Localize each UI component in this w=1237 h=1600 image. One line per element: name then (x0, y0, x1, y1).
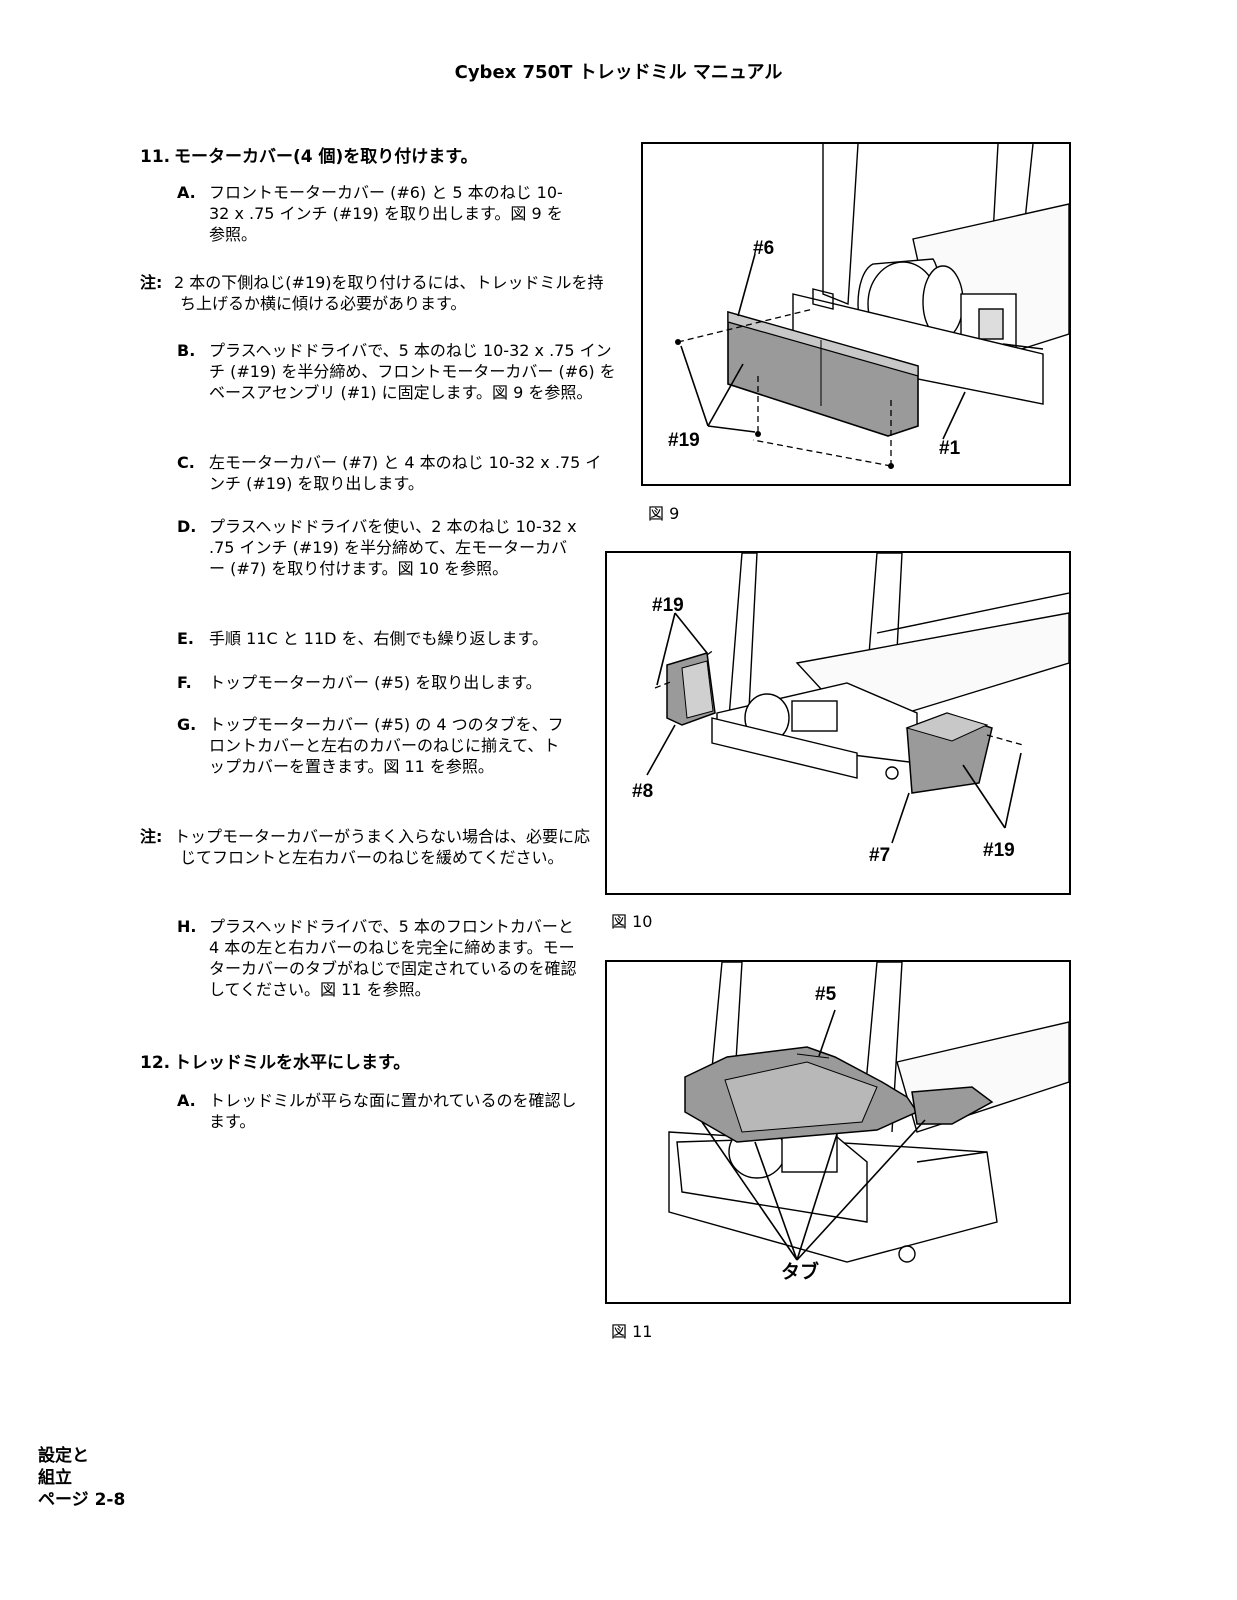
step-number: 11. (140, 147, 171, 167)
step-letter: B. (177, 341, 196, 360)
step-text: 左モーターカバー (#7) と 4 本のねじ 10-32 x .75 インチ (… (209, 453, 602, 493)
step-letter: C. (177, 453, 195, 472)
figure-10: #19 #8 #7 #19 (605, 551, 1071, 895)
treadmill-drawing (792, 144, 1069, 405)
step-letter: D. (177, 517, 197, 536)
step-letter: F. (177, 673, 192, 692)
step-letter: G. (177, 715, 197, 734)
right-motor-cover (905, 712, 993, 794)
left-motor-cover (666, 652, 716, 726)
step-11b: B. プラスヘッドドライバで、5 本のねじ 10-32 x .75 インチ (#… (177, 340, 617, 403)
note-2: 注: トップモーターカバーがうまく入らない場合は、必要に応じてフロントと左右カバ… (140, 826, 590, 868)
step-text: フロントモーターカバー (#6) と 5 本のねじ 10-32 x .75 イン… (209, 183, 563, 244)
figure-11: #5 タブ (605, 960, 1071, 1304)
figure-11-caption: 図 11 (611, 1322, 653, 1341)
step-text: トレッドミルが平らな面に置かれているのを確認します。 (209, 1091, 577, 1131)
step-11f: F. トップモーターカバー (#5) を取り出します。 (177, 672, 617, 693)
label-tab: タブ (781, 1260, 819, 1283)
footer-page-number: ページ 2-8 (38, 1490, 126, 1510)
step-11-title: 11.モーターカバー(4 個)を取り付けます。 (140, 142, 478, 167)
step-11c: C. 左モーターカバー (#7) と 4 本のねじ 10-32 x .75 イン… (177, 452, 602, 494)
front-motor-cover (727, 310, 919, 437)
note-text: 2 本の下側ねじ(#19)を取り付けるには、トレッドミルを持ち上げるか横に傾ける… (174, 273, 604, 313)
callout-arrows (646, 612, 1022, 844)
top-motor-cover (684, 1046, 994, 1143)
screw-guide-lines (654, 648, 1024, 746)
note-1: 注: 2 本の下側ねじ(#19)を取り付けるには、トレッドミルを持ち上げるか横に… (140, 272, 610, 314)
step-text: トップモーターカバー (#5) を取り出します。 (209, 673, 542, 692)
step-11e: E. 手順 11C と 11D を、右側でも繰り返します。 (177, 628, 617, 649)
step-letter: E. (177, 629, 195, 648)
step-text: プラスヘッドドライバを使い、2 本のねじ 10-32 x .75 インチ (#1… (209, 517, 577, 578)
label-part-19-top: #19 (652, 595, 684, 616)
figure-9-caption: 図 9 (648, 504, 680, 523)
step-11h: H. プラスヘッドドライバで、5 本のフロントカバーと 4 本の左と右カバーのね… (177, 916, 587, 1000)
step-title-text: モーターカバー(4 個)を取り付けます。 (174, 147, 478, 167)
figure-9: #6 #19 #1 (641, 142, 1071, 486)
step-text: プラスヘッドドライバで、5 本のフロントカバーと 4 本の左と右カバーのねじを完… (209, 917, 577, 999)
screw-guide-lines (677, 308, 892, 467)
figure-11-illustration: #5 タブ (668, 962, 1069, 1283)
note-text: トップモーターカバーがうまく入らない場合は、必要に応じてフロントと左右カバーのね… (174, 827, 591, 867)
label-part-19: #19 (668, 430, 700, 451)
step-text: プラスヘッドドライバで、5 本のねじ 10-32 x .75 インチ (#19)… (209, 341, 616, 402)
step-letter: A. (177, 1091, 196, 1110)
step-12a: A. トレッドミルが平らな面に置かれているのを確認します。 (177, 1090, 587, 1132)
step-letter: A. (177, 183, 196, 202)
step-text: 手順 11C と 11D を、右側でも繰り返します。 (209, 629, 548, 648)
label-part-6: #6 (753, 238, 774, 259)
callout-arrows (701, 1009, 926, 1261)
treadmill-drawing (711, 553, 1069, 780)
step-letter: H. (177, 917, 197, 936)
label-part-8: #8 (632, 781, 653, 802)
footer-subsection: 組立 (38, 1468, 72, 1488)
page-header: Cybex 750T トレッドミル マニュアル (454, 62, 783, 83)
figure-9-illustration: #6 #19 #1 (668, 144, 1069, 469)
step-number: 12. (140, 1053, 171, 1073)
callout-arrows (680, 253, 966, 440)
label-part-19-bottom: #19 (983, 840, 1015, 861)
label-part-1: #1 (939, 438, 961, 459)
step-title-text: トレッドミルを水平にします。 (174, 1053, 411, 1073)
step-11g: G. トップモーターカバー (#5) の 4 つのタブを、フロントカバーと左右の… (177, 714, 572, 777)
page-footer: 設定と 組立 ページ 2-8 (38, 1445, 125, 1511)
label-part-5: #5 (815, 984, 837, 1005)
step-text: トップモーターカバー (#5) の 4 つのタブを、フロントカバーと左右のカバー… (209, 715, 564, 776)
step-12-title: 12.トレッドミルを水平にします。 (140, 1048, 410, 1073)
footer-section: 設定と (38, 1446, 89, 1466)
step-11d: D. プラスヘッドドライバを使い、2 本のねじ 10-32 x .75 インチ … (177, 516, 577, 579)
screws (675, 339, 894, 469)
label-part-7: #7 (869, 845, 890, 866)
figure-10-caption: 図 10 (611, 912, 653, 931)
note-label: 注: (140, 273, 163, 292)
figure-10-illustration: #19 #8 #7 #19 (632, 553, 1069, 866)
step-11a: A. フロントモーターカバー (#6) と 5 本のねじ 10-32 x .75… (177, 182, 577, 245)
note-label: 注: (140, 827, 163, 846)
